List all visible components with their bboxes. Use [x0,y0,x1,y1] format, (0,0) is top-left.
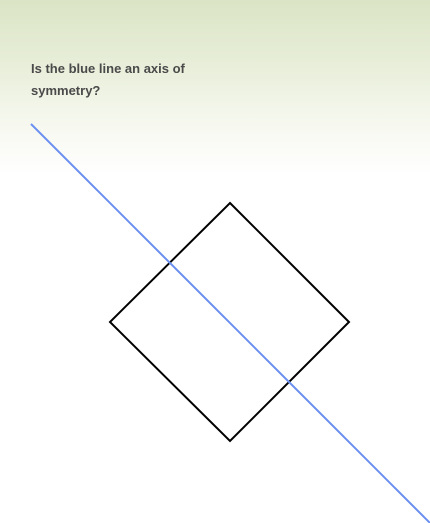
header-background [0,0,430,175]
question-text: Is the blue line an axis of symmetry? [31,61,185,98]
blue-line [30,123,430,523]
rotated-square [108,201,351,443]
